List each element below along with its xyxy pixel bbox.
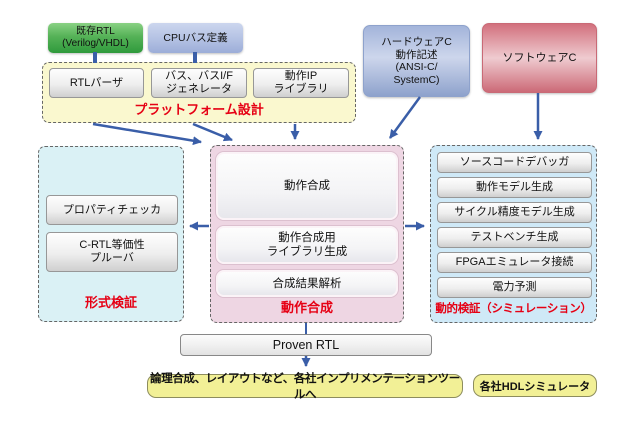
software-c-box: ソフトウェアC: [482, 23, 597, 93]
property-checker-box: プロパティチェッカ: [46, 195, 178, 225]
arrow-platform-mid-to-synthesis: [192, 122, 233, 142]
arrow-platform-left-to-synthesis: [92, 122, 202, 146]
behavioral-synthesis-label: 動作合成: [280, 300, 333, 315]
bus-if-generator-box: バス、バスI/F ジェネレータ: [151, 68, 247, 98]
hardware-c-box: ハードウェアC 動作記述 (ANSI-C/ SystemC): [363, 25, 470, 97]
source-code-debugger-box: ソースコードデバッガ: [437, 152, 592, 173]
behavioral-ip-library-box: 動作IP ライブラリ: [253, 68, 349, 98]
cpu-bus-definition-box: CPUバス定義: [148, 23, 243, 53]
dynamic-verification-group: ソースコードデバッガ 動作モデル生成 サイクル精度モデル生成 テストベンチ生成 …: [430, 145, 597, 323]
behavioral-synthesis-group: 動作合成 動作合成用 ライブラリ生成 合成結果解析 動作合成: [210, 145, 404, 323]
synthesis-library-generation-box: 動作合成用 ライブラリ生成: [216, 226, 398, 264]
synthesis-result-analysis-box: 合成結果解析: [216, 270, 398, 297]
implementation-tools-box: 論理合成、レイアウトなど、各社インプリメンテーションツールへ: [147, 373, 463, 401]
fpga-emulator-connection-box: FPGAエミュレータ接続: [437, 252, 592, 273]
platform-design-label: プラットフォーム設計: [134, 102, 264, 117]
proven-rtl-box: Proven RTL: [180, 334, 432, 356]
behavioral-synthesis-box: 動作合成: [216, 152, 398, 220]
platform-design-group: RTLパーザ バス、バスI/F ジェネレータ 動作IP ライブラリ プラットフォ…: [42, 62, 356, 123]
c-rtl-equivalence-prover-box: C-RTL等価性 プルーバ: [46, 232, 178, 272]
arrow-hardware-c-to-synthesis: [388, 96, 422, 139]
testbench-generation-box: テストベンチ生成: [437, 227, 592, 248]
formal-verification-label: 形式検証: [84, 295, 137, 310]
rtl-parser-box: RTLパーザ: [49, 68, 144, 98]
cycle-accurate-model-generation-box: サイクル精度モデル生成: [437, 202, 592, 223]
power-estimation-box: 電力予測: [437, 277, 592, 298]
formal-verification-group: プロパティチェッカ C-RTL等価性 プルーバ 形式検証: [38, 146, 184, 322]
existing-rtl-box: 既存RTL (Verilog/VHDL): [48, 23, 143, 53]
dynamic-verification-label: 動的検証（シミュレーション）: [435, 303, 592, 315]
hdl-simulator-box: 各社HDLシミュレータ: [473, 374, 597, 397]
behavioral-model-generation-box: 動作モデル生成: [437, 177, 592, 198]
